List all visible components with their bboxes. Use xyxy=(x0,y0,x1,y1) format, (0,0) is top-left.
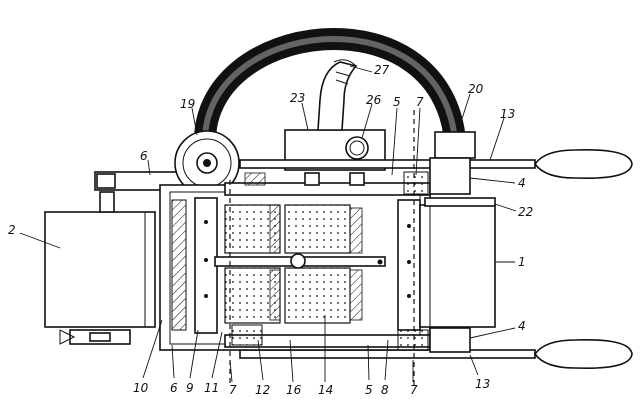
callout-4-top: 4 xyxy=(518,176,526,190)
upper-rod xyxy=(239,159,536,169)
callout-5-top: 5 xyxy=(393,95,401,109)
callout-22: 22 xyxy=(518,205,533,219)
callout-6-left: 6 xyxy=(140,149,148,163)
block-2 xyxy=(44,211,156,328)
callout-4-bottom: 4 xyxy=(518,319,526,333)
callout-labels: 2 1 4 4 5 5 6 6 7 7 7 8 9 10 11 12 13 13… xyxy=(8,63,533,397)
callout-19: 19 xyxy=(180,97,195,111)
plate-8 xyxy=(397,199,421,331)
gauge-26 xyxy=(345,136,369,160)
clamp-top xyxy=(429,157,471,195)
callout-11: 11 xyxy=(204,381,219,395)
callout-26: 26 xyxy=(366,93,382,107)
callout-27: 27 xyxy=(374,63,390,77)
callout-16: 16 xyxy=(286,383,302,397)
callout-10: 10 xyxy=(133,381,149,395)
left-spring-bar xyxy=(171,199,187,331)
callout-13-top: 13 xyxy=(500,107,515,121)
leader-lines xyxy=(19,65,517,383)
callout-20: 20 xyxy=(468,82,484,96)
filter-block-top-right xyxy=(284,204,351,254)
block-1 xyxy=(419,204,496,328)
callout-5-bottom: 5 xyxy=(365,383,373,397)
callout-7-top: 7 xyxy=(416,95,424,109)
callout-2: 2 xyxy=(8,223,16,237)
callout-14: 14 xyxy=(318,383,333,397)
lower-handle-grip xyxy=(534,338,633,370)
callout-13-bottom: 13 xyxy=(475,377,490,391)
clamp-bottom xyxy=(429,327,471,353)
plate-9 xyxy=(194,197,218,334)
upper-handle-grip xyxy=(534,148,633,180)
callout-7-bottom: 7 xyxy=(410,383,418,397)
filter-block-bottom-right xyxy=(284,267,351,324)
hose-connector xyxy=(434,131,476,159)
callout-9: 9 xyxy=(186,381,194,395)
callout-7-left: 7 xyxy=(229,383,237,397)
callout-23: 23 xyxy=(290,91,305,105)
callout-1: 1 xyxy=(518,255,526,269)
callout-6-bottom: 6 xyxy=(170,381,178,395)
callout-8: 8 xyxy=(381,383,389,397)
callout-12: 12 xyxy=(255,383,270,397)
flexible-hose-braid xyxy=(195,29,465,146)
